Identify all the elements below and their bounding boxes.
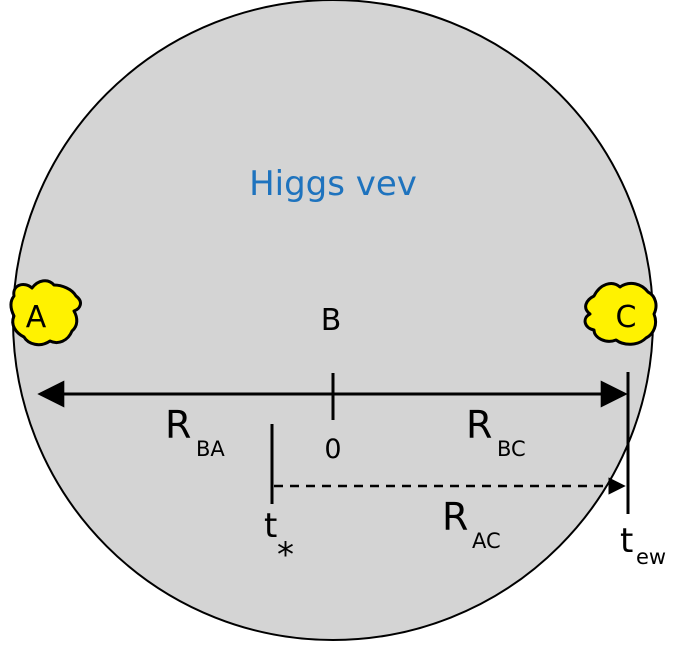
r-bc-sub: BC <box>497 437 526 461</box>
distance-r-bc: R BC <box>466 403 526 461</box>
r-bc-main: R <box>466 403 492 447</box>
region-c-blob <box>583 281 658 346</box>
region-a-blob <box>9 279 82 347</box>
bubble-title: Higgs vev <box>249 164 417 204</box>
t-ew-sub: ew <box>636 545 666 569</box>
region-a-label: A <box>26 300 47 335</box>
t-star-label: t * <box>264 506 294 575</box>
r-ac-sub: AC <box>472 529 501 553</box>
region-b-label: B <box>321 303 342 338</box>
r-ba-sub: BA <box>196 437 225 461</box>
t-star-main: t <box>264 506 277 546</box>
t-star-sub: * <box>277 535 294 575</box>
distance-r-ba: R BA <box>165 403 225 461</box>
region-c: C <box>583 281 658 346</box>
t-ew-main: t <box>620 521 633 561</box>
region-a: A <box>9 279 82 347</box>
t-ew-label: t ew <box>620 521 666 569</box>
r-ba-main: R <box>165 403 191 447</box>
r-ac-main: R <box>442 495 468 539</box>
distance-r-ac: R AC <box>442 495 501 553</box>
region-c-label: C <box>616 300 637 335</box>
tick-zero-label: 0 <box>324 434 341 465</box>
